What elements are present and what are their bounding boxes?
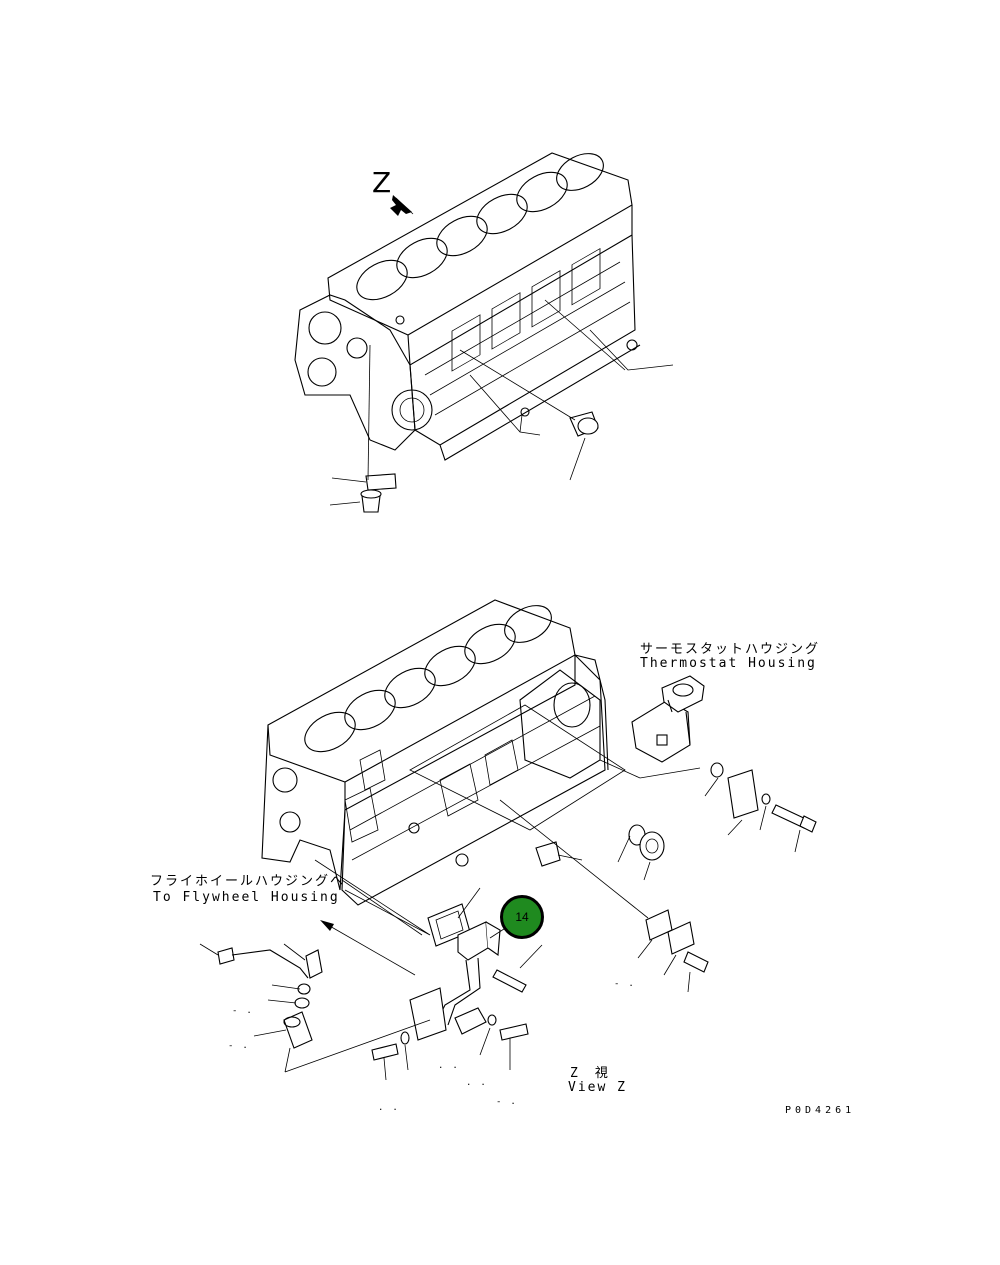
- thermostat-housing-part: [631, 675, 705, 763]
- dash-mark: - .: [232, 1006, 252, 1016]
- dash-mark: - .: [496, 1097, 516, 1107]
- top-engine-block: [294, 152, 674, 513]
- bottom-engine-block: [261, 599, 626, 936]
- flywheel-housing-label-jp: フライホイールハウジングへ: [150, 874, 346, 889]
- dash-mark: - .: [228, 1041, 248, 1051]
- drawing-code: P0D4261: [785, 1105, 856, 1116]
- dash-mark: . .: [466, 1078, 486, 1088]
- view-label-en: View Z: [568, 1080, 627, 1095]
- thermostat-housing-label-jp: サーモスタットハウジング: [640, 642, 821, 657]
- flywheel-housing-label-en: To Flywheel Housing: [153, 890, 340, 905]
- lower-assembly-parts: [199, 879, 543, 1081]
- view-z-letter: Z: [372, 166, 392, 199]
- view-label-jp: Z 視: [570, 1066, 610, 1081]
- callout-marker-14[interactable]: 14: [500, 895, 544, 939]
- right-side-parts: [499, 759, 817, 993]
- dash-mark: . .: [438, 1061, 458, 1071]
- thermostat-housing-label-en: Thermostat Housing: [640, 656, 817, 671]
- dash-mark: - .: [614, 979, 634, 989]
- dash-mark: . .: [378, 1103, 398, 1113]
